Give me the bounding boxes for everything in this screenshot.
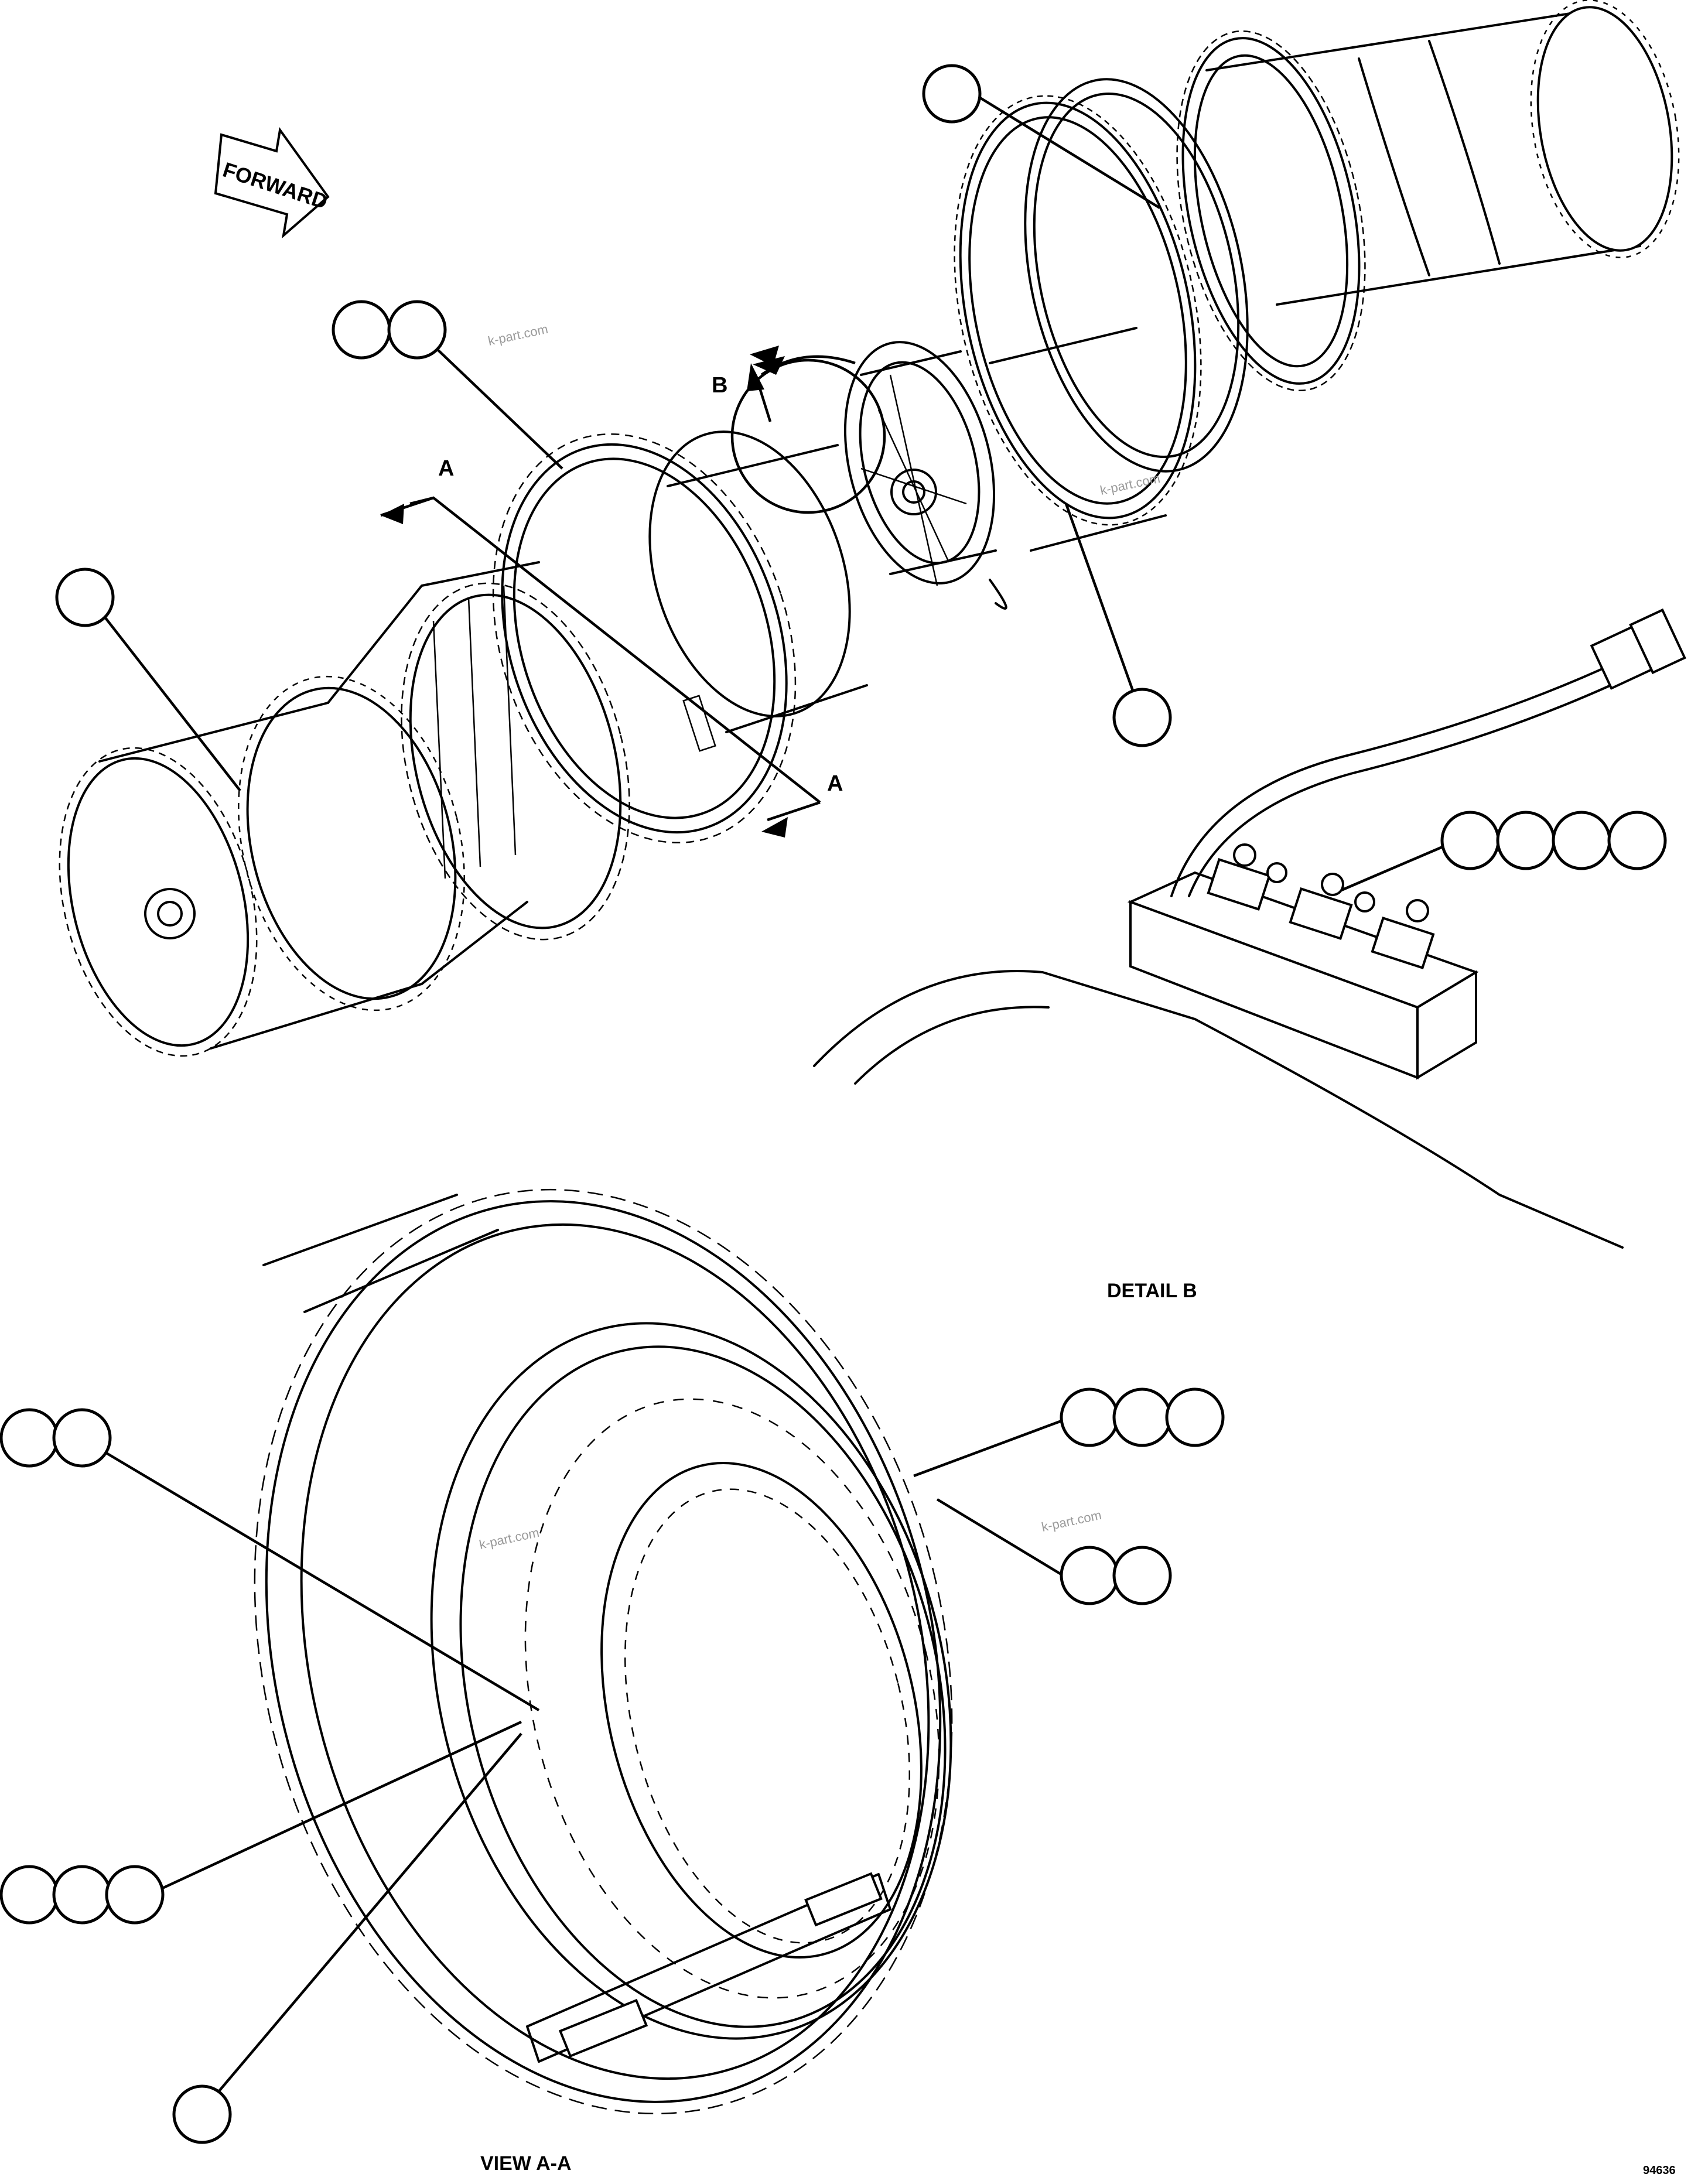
callout-balloon [332,300,391,360]
callout-balloon [172,2084,232,2144]
forward-arrow: FORWARD [214,127,330,239]
center-fan-assembly [843,341,1007,610]
detail-mark-b: B [712,373,727,398]
callout-balloon [1607,811,1667,870]
left-housing [59,561,630,1057]
callout-balloon [1112,688,1172,747]
callout-balloon [105,1865,165,1925]
detail-b-marker: B [712,346,886,514]
callout-balloon [1165,1387,1225,1447]
callout-balloon [922,64,982,124]
section-mark-a-bottom: A [827,771,843,796]
callout-view-aa-right-pair [936,1498,1172,1605]
callout-top-right [922,64,1161,209]
callout-balloon [52,1408,112,1468]
callout-balloon [1060,1387,1119,1447]
section-line-a-a: A A [380,456,843,838]
callout-balloon [1496,811,1556,870]
callout-balloon [1060,1546,1119,1605]
section-mark-a-top: A [438,456,454,481]
detail-b-view: DETAIL B [813,608,1686,1302]
watermark-4: k-part.com [478,1525,541,1552]
callout-center-housing [1064,503,1172,747]
callout-balloon [1112,1546,1172,1605]
callout-balloon [1552,811,1611,870]
view-a-a: VIEW A-A [254,1188,953,2175]
callout-left-housing [55,568,241,792]
callout-balloon [0,1408,59,1468]
top-right-housing [954,0,1680,552]
caption-detail-b: DETAIL B [1107,1280,1197,1302]
callout-balloon [0,1865,59,1925]
drawing-number: 94636 [1643,2164,1676,2177]
watermark-2: k-part.com [1099,471,1162,498]
callout-view-aa-left-pair [0,1408,540,1711]
callout-balloon [52,1865,112,1925]
callout-detail-b-hardware [1341,811,1667,892]
callout-view-aa-right-triple [913,1387,1225,1478]
callout-balloon [1440,811,1500,870]
caption-view-a-a: VIEW A-A [480,2152,572,2175]
middle-ring-housing [492,430,868,844]
callout-view-aa-left-triple [0,1720,522,1925]
callout-balloon [387,300,447,360]
callout-upper-left-pair [332,300,563,470]
watermark-3: k-part.com [1040,1508,1103,1534]
callout-balloon [1112,1387,1172,1447]
callout-balloon [55,568,115,627]
callout-view-aa-bottom [172,1732,522,2144]
watermark-1: k-part.com [487,322,549,348]
